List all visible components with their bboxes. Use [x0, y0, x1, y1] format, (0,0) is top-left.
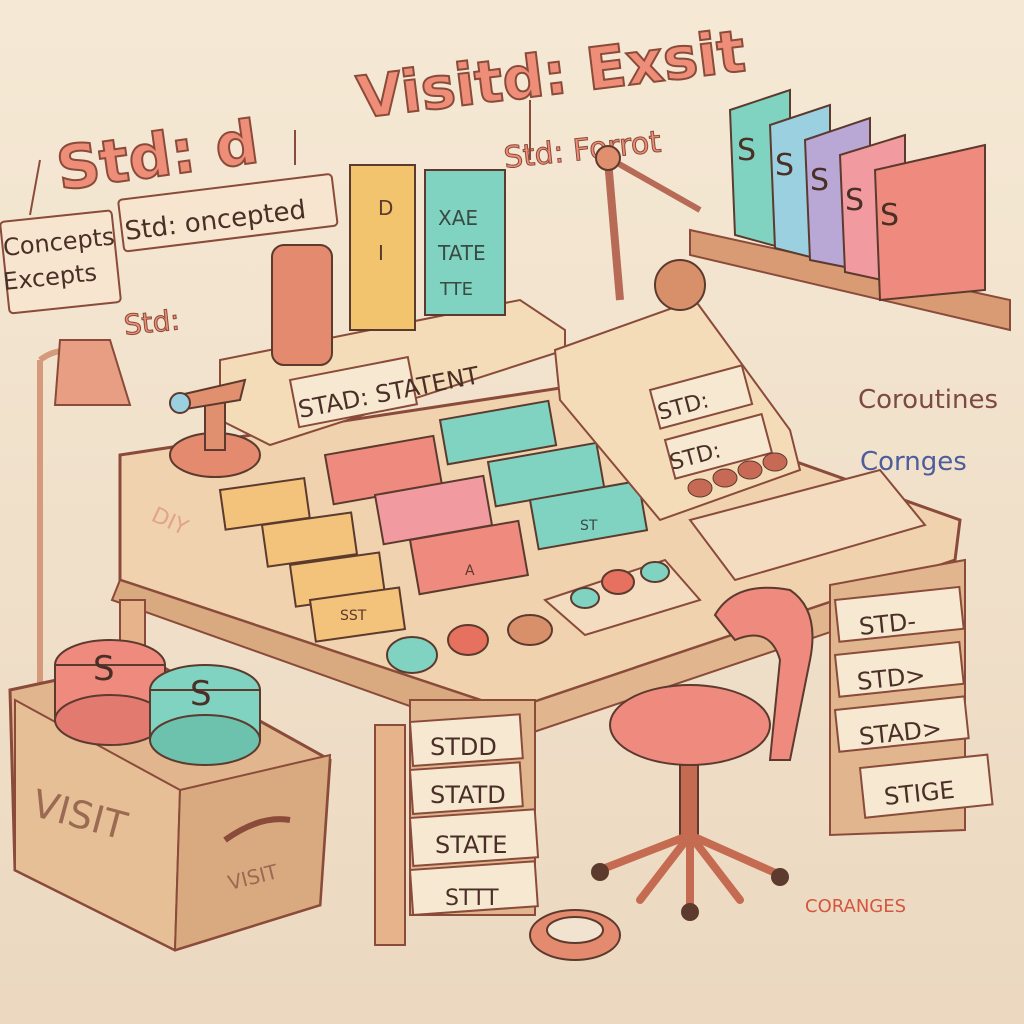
teal-block-text-3: TTE — [439, 279, 473, 300]
drawer-left-1: STDD — [430, 733, 497, 761]
desk-knobs — [386, 558, 702, 674]
tall-blocks: D I XAE TATE TTE — [271, 164, 506, 366]
label-std: Std: — [122, 303, 181, 342]
block-text-1: D — [378, 196, 393, 220]
can-letter-2: S — [190, 674, 212, 714]
drawers-right: STD- STD> STAD> STIGE — [829, 558, 994, 837]
binder-letter-4: S — [845, 183, 864, 218]
desk-lamp — [37, 339, 132, 700]
label-coranges: CORANGES — [805, 896, 906, 917]
cube-label-1: SST — [340, 608, 367, 624]
control-machine: STD: STD: — [553, 145, 927, 582]
binder-letter-5: S — [880, 198, 899, 233]
visit-crate: VISIT VISIT S S — [8, 639, 332, 952]
binder-letter-3: S — [810, 163, 829, 198]
drawers-left: STDD STATD STATE STTT — [408, 699, 540, 916]
stool — [591, 586, 814, 921]
left-device — [169, 378, 261, 478]
label-coroutines: Coroutines — [858, 385, 998, 415]
binder-shelf: S S S S S — [689, 88, 1011, 332]
teal-block-text-1: XAE — [438, 206, 478, 230]
block-text-2: I — [378, 241, 384, 265]
drawer-left-4: STTT — [445, 886, 499, 911]
binder-letter-2: S — [775, 148, 794, 183]
teal-block-text-2: TATE — [437, 241, 486, 265]
drawer-right-1: STD- — [858, 607, 918, 641]
drawer-left-2: STATD — [430, 781, 506, 809]
cube-label-2: ST — [580, 518, 598, 534]
can-letter-1: S — [93, 649, 115, 689]
cube-label-3: A — [465, 563, 475, 579]
drawer-left-3: STATE — [435, 831, 507, 859]
floor-ring — [529, 909, 621, 961]
binder-letter-1: S — [737, 133, 756, 168]
key-blocks: SST A ST — [218, 399, 649, 643]
